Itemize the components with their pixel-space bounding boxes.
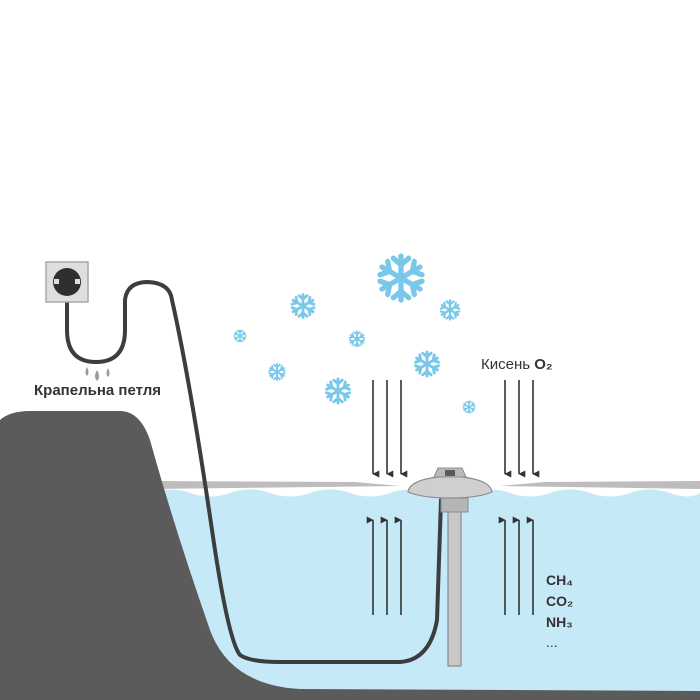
oxygen-text: Кисень (481, 356, 531, 373)
gas-label: ... (546, 634, 558, 650)
oxygen-formula: O₂ (534, 356, 553, 373)
gas-arrows (366, 516, 534, 615)
ice-layer-right (500, 481, 700, 489)
gas-label: CO₂ (546, 593, 574, 609)
water-drop-icon (85, 367, 110, 381)
drip-loop-label: Крапельна петля (34, 382, 162, 399)
aerator-icon (407, 467, 493, 667)
ground-bank (0, 411, 700, 700)
water (150, 489, 700, 700)
power-cable (65, 280, 443, 664)
gas-label: CH₄ (546, 572, 573, 588)
ice-layer-left (150, 481, 400, 489)
oxygen-label: Кисень O₂ (481, 356, 553, 373)
socket-icon (45, 261, 89, 303)
snowflake-icon (234, 256, 475, 413)
oxygen-arrows (372, 380, 540, 478)
gas-label: NH₃ (546, 614, 573, 630)
